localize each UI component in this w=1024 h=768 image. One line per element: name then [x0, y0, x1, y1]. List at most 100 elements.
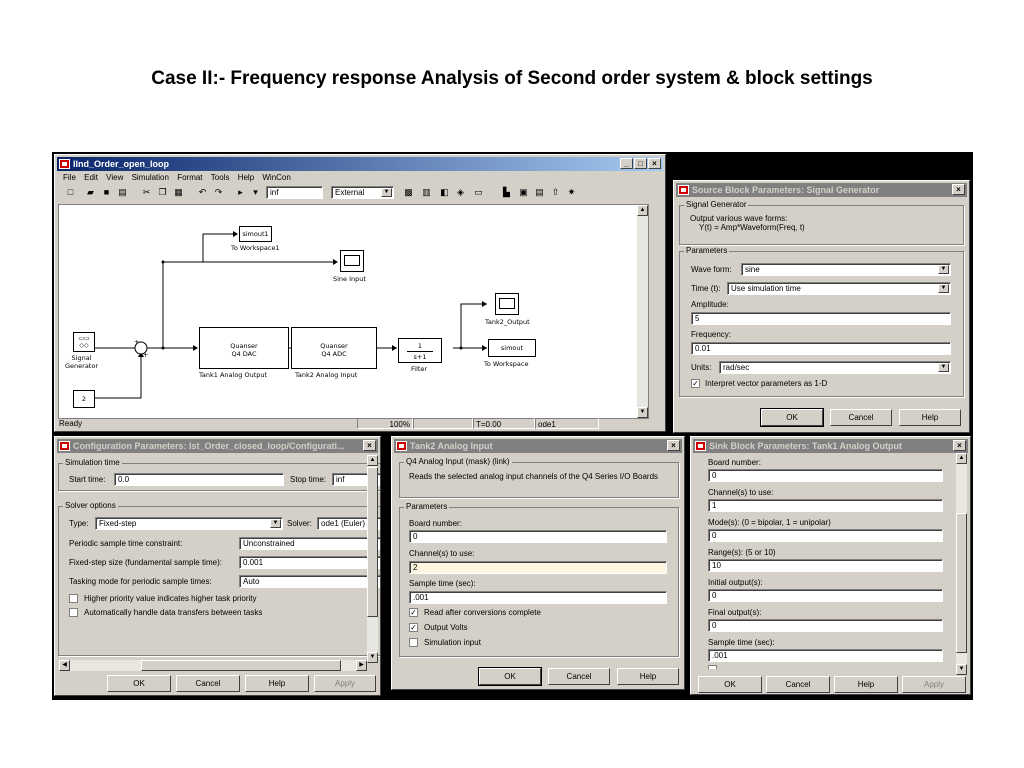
ok-button[interactable]: OK	[478, 667, 542, 686]
help-button[interactable]: Help	[899, 409, 961, 426]
board-number-input[interactable]: 0	[409, 530, 667, 543]
channels-input[interactable]: 1	[708, 499, 943, 512]
apply-button[interactable]: Apply	[902, 676, 966, 693]
tasking-select[interactable]: Auto	[239, 575, 380, 588]
type-select[interactable]: Fixed-step▼	[95, 517, 283, 530]
amplitude-input[interactable]: 5	[691, 312, 951, 325]
mode-input[interactable]: 0	[708, 529, 943, 542]
scroll-thumb[interactable]	[956, 513, 967, 653]
start-time-input[interactable]: 0.0	[114, 473, 284, 486]
cancel-button[interactable]: Cancel	[830, 409, 892, 426]
maximize-button[interactable]: □	[634, 158, 647, 169]
units-select[interactable]: rad/sec▼	[719, 361, 951, 374]
tank2-dialog-titlebar[interactable]: Tank2 Analog Input ×	[394, 439, 682, 453]
q4-adc-block[interactable]: Quanser Q4 ADC	[291, 327, 377, 369]
scroll-down-icon[interactable]: ▼	[637, 407, 648, 418]
chart-icon[interactable]: ▤	[535, 187, 544, 197]
connect-icon[interactable]: ◈	[457, 187, 464, 197]
periodic-select[interactable]: Unconstrained	[239, 537, 380, 550]
help-button[interactable]: Help	[245, 675, 309, 692]
waveform-select[interactable]: sine▼	[741, 263, 951, 276]
solver-select[interactable]: ode1 (Euler)	[317, 517, 380, 530]
simout1-block[interactable]: simout1	[239, 226, 272, 242]
auto-transfer-checkbox[interactable]	[69, 608, 78, 617]
board-number-input[interactable]: 0	[708, 469, 943, 482]
sample-time-input[interactable]: .001	[409, 591, 667, 604]
settings-icon[interactable]: ✷	[567, 187, 576, 197]
cancel-button[interactable]: Cancel	[548, 668, 610, 685]
scroll-down-icon[interactable]: ▼	[367, 652, 378, 663]
close-button[interactable]: ×	[648, 158, 661, 169]
sine-input-scope[interactable]	[340, 250, 364, 272]
help-button[interactable]: Help	[834, 676, 898, 693]
cancel-button[interactable]: Cancel	[766, 676, 830, 693]
config-vertical-scrollbar[interactable]: ▲ ▼	[367, 455, 378, 663]
menu-simulation[interactable]: Simulation	[131, 173, 169, 182]
close-button[interactable]: ×	[363, 440, 376, 451]
explorer-icon[interactable]: ▭	[474, 187, 483, 197]
close-button[interactable]: ×	[667, 440, 680, 451]
fixed-step-input[interactable]: 0.001	[239, 556, 380, 569]
build-icon[interactable]: ▩	[404, 187, 413, 197]
scroll-down-icon[interactable]: ▼	[956, 664, 967, 675]
stop-time-input[interactable]: inf	[266, 186, 323, 199]
scroll-up-icon[interactable]: ▲	[637, 205, 648, 216]
undo-icon[interactable]: ↶	[198, 187, 207, 197]
sample-time-input[interactable]: .001	[708, 649, 943, 662]
scope-icon[interactable]: ▣	[519, 187, 528, 197]
cut-icon[interactable]: ✂	[142, 187, 151, 197]
copy-icon[interactable]: ❐	[158, 187, 167, 197]
time-select[interactable]: Use simulation time▼	[727, 282, 951, 295]
canvas-vertical-scrollbar[interactable]: ▲ ▼	[637, 205, 648, 418]
config-horizontal-scrollbar[interactable]: ◀ ▶	[59, 660, 367, 671]
scroll-up-icon[interactable]: ▲	[367, 455, 378, 466]
close-button[interactable]: ×	[953, 440, 966, 451]
menu-file[interactable]: File	[63, 173, 76, 182]
sink-vertical-scrollbar[interactable]: ▲ ▼	[956, 453, 967, 675]
menu-wincon[interactable]: WinCon	[262, 173, 291, 182]
open-icon[interactable]: ▰	[87, 187, 94, 197]
scroll-thumb[interactable]	[367, 467, 378, 617]
stop-icon[interactable]: ▾	[253, 187, 258, 197]
save-icon[interactable]: ■	[103, 187, 110, 197]
scroll-left-icon[interactable]: ◀	[59, 660, 70, 671]
menu-help[interactable]: Help	[237, 173, 255, 182]
debug-icon[interactable]: ◧	[440, 187, 449, 197]
tank2-output-scope[interactable]	[495, 293, 519, 315]
cancel-button[interactable]: Cancel	[176, 675, 240, 692]
apply-button[interactable]: Apply	[314, 675, 376, 692]
constant-block[interactable]: 2	[73, 390, 95, 408]
help-button[interactable]: Help	[617, 668, 679, 685]
interpret-checkbox[interactable]: ✓	[691, 379, 700, 388]
scroll-up-icon[interactable]: ▲	[956, 453, 967, 464]
menu-view[interactable]: View	[106, 173, 124, 182]
frequency-input[interactable]: 0.01	[691, 342, 951, 355]
initial-output-input[interactable]: 0	[708, 589, 943, 602]
library-icon[interactable]: ▥	[422, 187, 431, 197]
redo-icon[interactable]: ↷	[214, 187, 223, 197]
ok-button[interactable]: OK	[698, 676, 762, 693]
up-icon[interactable]: ⇧	[551, 187, 560, 197]
channels-input[interactable]: 2	[409, 561, 667, 574]
q4-dac-block[interactable]: Quanser Q4 DAC	[199, 327, 289, 369]
ok-button[interactable]: OK	[760, 408, 824, 427]
model-canvas[interactable]: + + simout1 To Workspace1 Sine Input Tan…	[58, 204, 649, 419]
menu-format[interactable]: Format	[177, 173, 203, 182]
config-dialog-titlebar[interactable]: Configuration Parameters: Ist_Order_clos…	[57, 439, 378, 453]
source-dialog-titlebar[interactable]: Source Block Parameters: Signal Generato…	[676, 183, 967, 197]
wincon-icon[interactable]: ▙	[503, 187, 510, 197]
clipped-checkbox[interactable]	[708, 665, 717, 669]
model-titlebar[interactable]: IInd_Order_open_loop _ □ ×	[57, 157, 663, 171]
filter-block[interactable]: 1 s+1	[398, 338, 442, 363]
print-icon[interactable]: ▤	[118, 187, 127, 197]
read-after-checkbox[interactable]: ✓	[409, 608, 418, 617]
play-icon[interactable]: ▸	[238, 187, 243, 197]
ok-button[interactable]: OK	[107, 675, 171, 692]
sink-dialog-titlebar[interactable]: Sink Block Parameters: Tank1 Analog Outp…	[693, 439, 968, 453]
simulation-input-checkbox[interactable]	[409, 638, 418, 647]
simout-block[interactable]: simout	[488, 339, 536, 357]
paste-icon[interactable]: ▦	[174, 187, 183, 197]
higher-priority-checkbox[interactable]	[69, 594, 78, 603]
scroll-thumb[interactable]	[141, 660, 341, 671]
range-input[interactable]: 10	[708, 559, 943, 572]
